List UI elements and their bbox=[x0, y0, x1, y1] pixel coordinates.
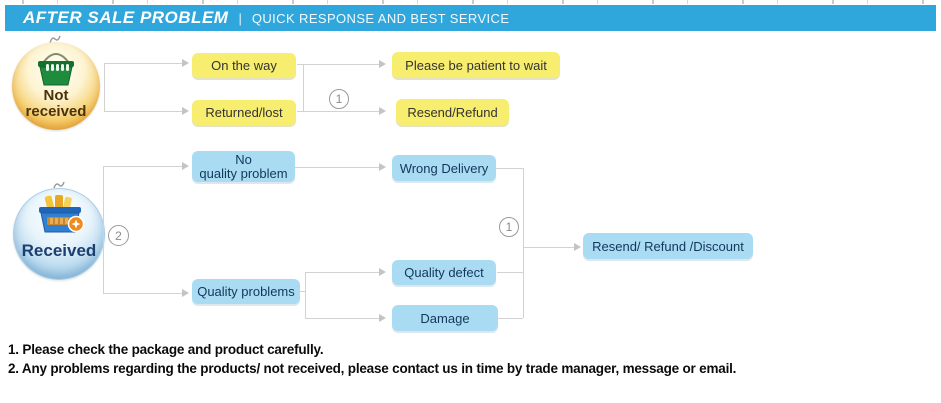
arrowhead-icon bbox=[182, 289, 189, 297]
connector-line bbox=[295, 167, 379, 168]
arrowhead-icon bbox=[379, 107, 386, 115]
not-received-node: Not received bbox=[12, 42, 100, 130]
node-label: Please be patient to wait bbox=[405, 57, 547, 73]
plus-badge-icon bbox=[67, 215, 85, 233]
node-label: Returned/lost bbox=[205, 105, 283, 120]
node-no-quality-problem: No quality problem bbox=[192, 151, 295, 182]
node-label: No quality problem bbox=[199, 151, 288, 181]
connector-line bbox=[305, 272, 379, 273]
arrowhead-icon bbox=[379, 268, 386, 276]
connector-line bbox=[498, 318, 523, 319]
connector-line bbox=[523, 247, 574, 248]
page-subtitle: QUICK RESPONSE AND BEST SERVICE bbox=[251, 10, 510, 26]
connector-line bbox=[103, 166, 182, 167]
connector-line bbox=[104, 111, 182, 112]
node-label: Quality defect bbox=[404, 265, 484, 280]
node-resend-refund: Resend/Refund bbox=[396, 99, 509, 125]
cropped-text-artifact bbox=[0, 0, 941, 4]
green-basket-icon bbox=[38, 53, 74, 86]
circled-number-badge: 2 bbox=[108, 225, 129, 246]
node-label-line1: No bbox=[235, 151, 252, 167]
connector-line bbox=[496, 168, 523, 169]
node-label: Resend/Refund bbox=[407, 104, 498, 120]
connector-line bbox=[303, 64, 304, 112]
connector-line bbox=[103, 166, 104, 294]
footer-notes: 1. Please check the package and product … bbox=[8, 340, 736, 378]
blue-basket-icon bbox=[39, 195, 85, 233]
received-label: Received bbox=[21, 241, 97, 260]
hanger-clip-icon bbox=[53, 181, 65, 189]
circled-number-badge: 1 bbox=[329, 89, 349, 109]
connector-line bbox=[305, 318, 379, 319]
connector-line bbox=[523, 168, 524, 318]
node-label: Damage bbox=[420, 310, 470, 326]
hanger-clip-icon bbox=[49, 35, 61, 44]
arrowhead-icon bbox=[182, 162, 189, 170]
node-resend-refund-discount: Resend/ Refund /Discount bbox=[583, 233, 753, 259]
node-returned-lost: Returned/lost bbox=[192, 100, 296, 125]
header-banner: AFTER SALE PROBLEM | QUICK RESPONSE AND … bbox=[5, 5, 936, 31]
node-label: Resend/ Refund /Discount bbox=[592, 238, 744, 254]
page-title: AFTER SALE PROBLEM bbox=[23, 8, 229, 27]
connector-line bbox=[103, 293, 182, 294]
note-line-2: 2. Any problems regarding the products/ … bbox=[8, 361, 737, 376]
node-label: On the way bbox=[211, 58, 277, 73]
connector-line bbox=[297, 64, 379, 65]
connector-line bbox=[300, 291, 305, 292]
node-label: Quality problems bbox=[197, 284, 295, 299]
node-on-the-way: On the way bbox=[192, 53, 296, 78]
arrowhead-icon bbox=[379, 314, 386, 322]
arrowhead-icon bbox=[379, 60, 386, 68]
connector-line bbox=[104, 63, 105, 112]
note-line-1: 1. Please check the package and product … bbox=[8, 342, 324, 357]
not-received-label: Not received bbox=[12, 88, 100, 120]
arrowhead-icon bbox=[182, 59, 189, 67]
title-separator: | bbox=[238, 10, 242, 26]
node-please-be-patient: Please be patient to wait bbox=[392, 52, 560, 78]
node-damage: Damage bbox=[392, 305, 498, 331]
connector-line bbox=[297, 111, 379, 112]
connector-line bbox=[104, 63, 182, 64]
arrowhead-icon bbox=[574, 243, 581, 251]
node-label-line2: quality problem bbox=[199, 165, 288, 181]
arrowhead-icon bbox=[182, 107, 189, 115]
node-quality-problems: Quality problems bbox=[192, 279, 300, 304]
not-received-line2: received bbox=[25, 103, 87, 120]
arrowhead-icon bbox=[379, 163, 386, 171]
circled-number-badge: 1 bbox=[499, 217, 519, 237]
not-received-line1: Not bbox=[43, 87, 69, 104]
node-quality-defect: Quality defect bbox=[392, 260, 496, 285]
connector-line bbox=[497, 272, 523, 273]
connector-line bbox=[305, 272, 306, 319]
received-node: Received bbox=[13, 188, 105, 280]
node-wrong-delivery: Wrong Delivery bbox=[392, 155, 496, 181]
node-label: Wrong Delivery bbox=[399, 160, 489, 176]
